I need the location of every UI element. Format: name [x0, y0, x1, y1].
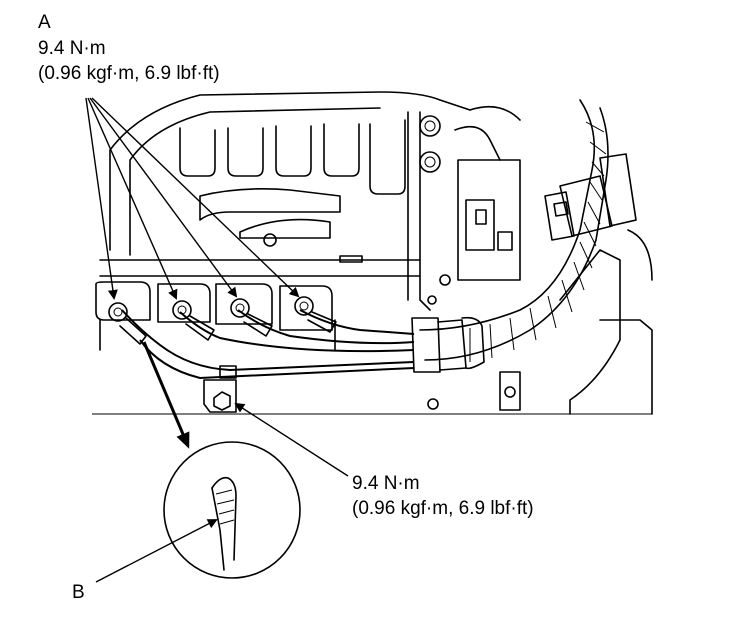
callout-a-leaders	[85, 97, 300, 300]
solenoid-bosses	[95, 281, 336, 351]
bracket-bolt	[203, 365, 237, 413]
callout-a-conversion: (0.96 kgf·m, 6.9 lbf·ft)	[38, 63, 220, 84]
valve-body-casting	[99, 91, 471, 277]
callout-b-leader	[95, 519, 218, 583]
callout-bolt-torque: 9.4 N·m	[352, 473, 420, 494]
callout-bolt-conversion: (0.96 kgf·m, 6.9 lbf·ft)	[352, 498, 534, 519]
transmission-housing	[407, 105, 653, 415]
harness-connector	[544, 153, 637, 241]
wire-harness-bundle	[411, 99, 609, 373]
callout-a-torque: 9.4 N·m	[38, 38, 106, 59]
detail-inset	[163, 441, 301, 579]
callout-b-letter: B	[72, 582, 85, 603]
inset-leader	[142, 341, 190, 449]
callout-a-letter: A	[38, 12, 51, 33]
bolt-leader	[234, 402, 349, 477]
